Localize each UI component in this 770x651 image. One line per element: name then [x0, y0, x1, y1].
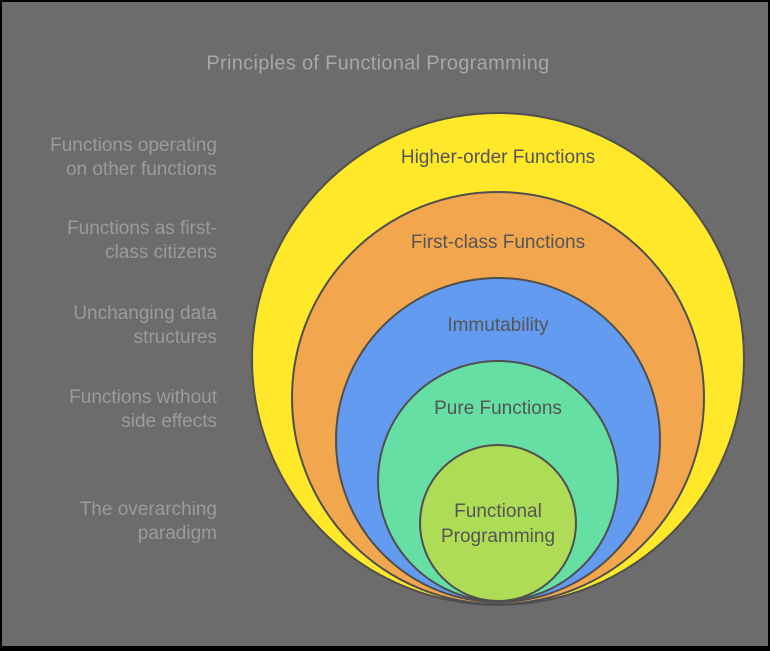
ring-label-higher-order-functions: Higher-order Functions	[400, 147, 596, 168]
ring-description-pure-functions: Functions without side effects	[69, 387, 217, 432]
ring-label-functional-programming: Functional Programming	[440, 501, 556, 547]
ring-label-pure-functions: Pure Functions	[434, 398, 562, 419]
ring-description-first-class-functions: Functions as first- class citizens	[67, 218, 217, 263]
ring-label-first-class-functions: First-class Functions	[410, 232, 586, 253]
ring-description-higher-order-functions: Functions operating on other functions	[50, 135, 217, 180]
ring-label-immutability: Immutability	[447, 315, 549, 336]
ring-description-functional-programming: The overarching paradigm	[79, 499, 217, 544]
ring-description-immutability: Unchanging data structures	[73, 303, 217, 348]
ring-circle-functional-programming	[419, 444, 577, 602]
diagram-title: Principles of Functional Programming	[206, 52, 550, 75]
